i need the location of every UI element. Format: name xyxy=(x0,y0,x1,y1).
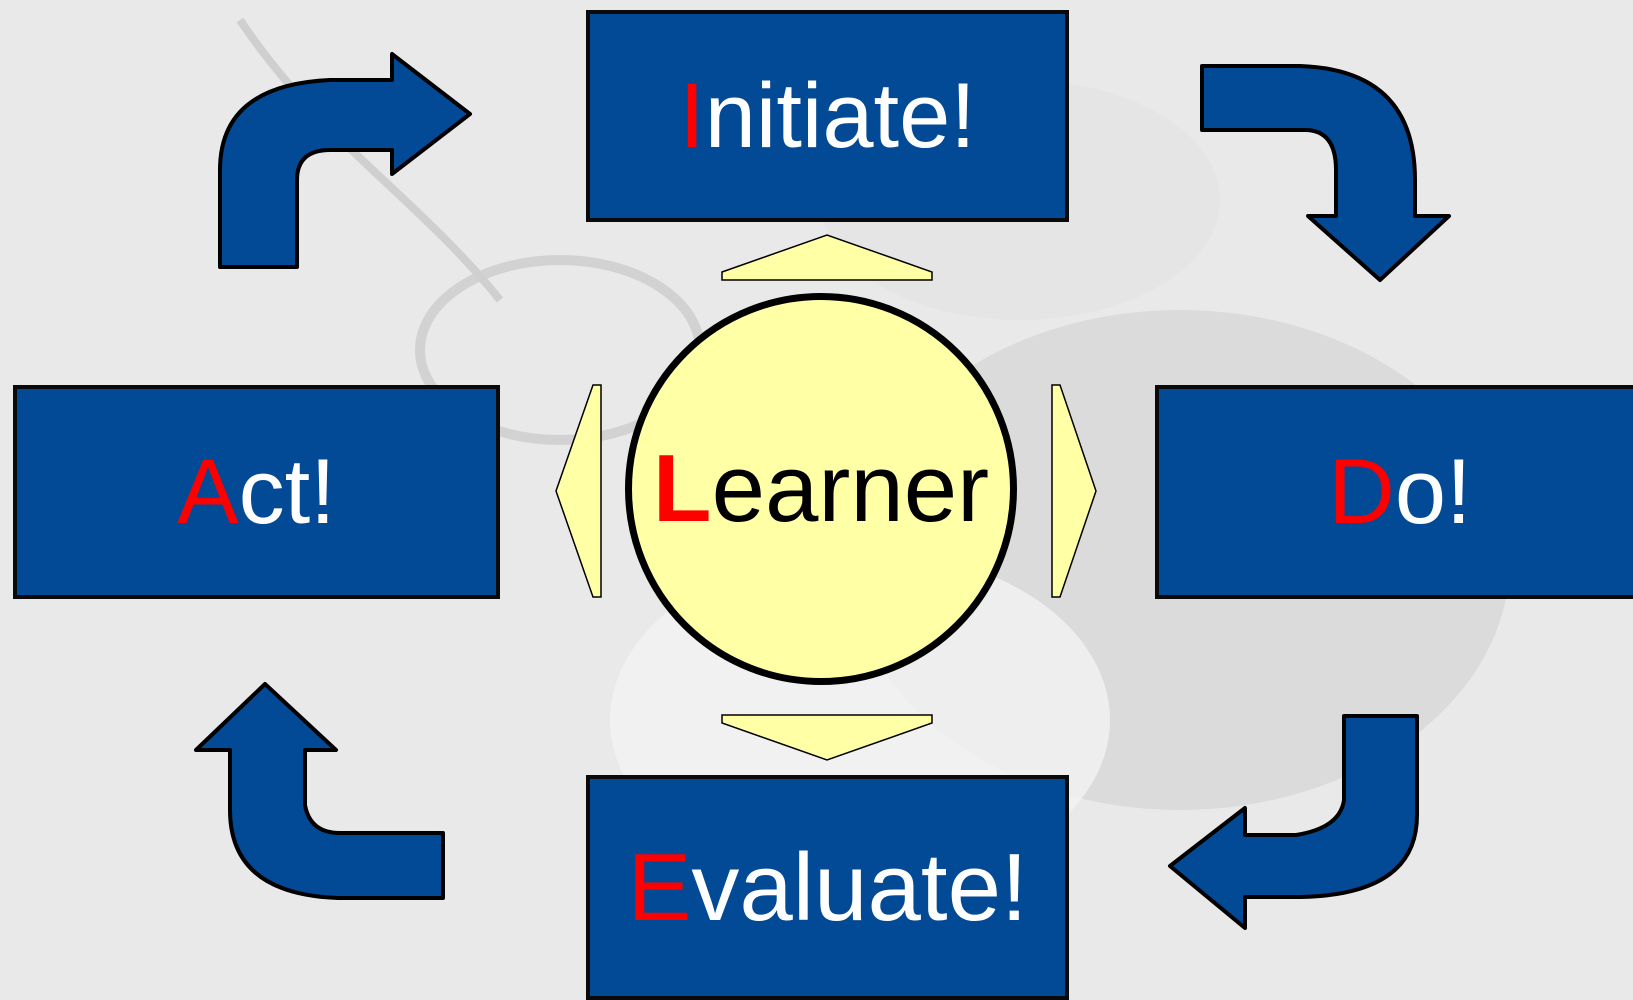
step-label-rest: ct! xyxy=(238,440,336,543)
curved-arrow-icon xyxy=(1200,64,1451,282)
learner-label-rest: earner xyxy=(711,435,990,542)
triangle-pointer-left-icon xyxy=(555,384,602,598)
triangle-pointer-down-icon xyxy=(721,714,933,761)
triangle-pointer-right-icon xyxy=(1051,384,1097,598)
curved-arrow-icon xyxy=(218,52,472,269)
step-initial-letter: E xyxy=(627,833,692,941)
learner-initial-letter: L xyxy=(652,435,712,542)
step-label-rest: o! xyxy=(1394,440,1472,543)
step-label-rest: valuate! xyxy=(691,833,1028,941)
curved-arrow-icon xyxy=(1168,714,1419,930)
step-initial-letter: D xyxy=(1328,440,1395,543)
step-initial-letter: I xyxy=(679,64,705,167)
step-initial-letter: A xyxy=(177,440,239,543)
triangle-pointer-up-icon xyxy=(721,234,933,281)
curved-arrow-icon xyxy=(194,682,445,900)
step-label-rest: nitiate! xyxy=(704,64,976,167)
